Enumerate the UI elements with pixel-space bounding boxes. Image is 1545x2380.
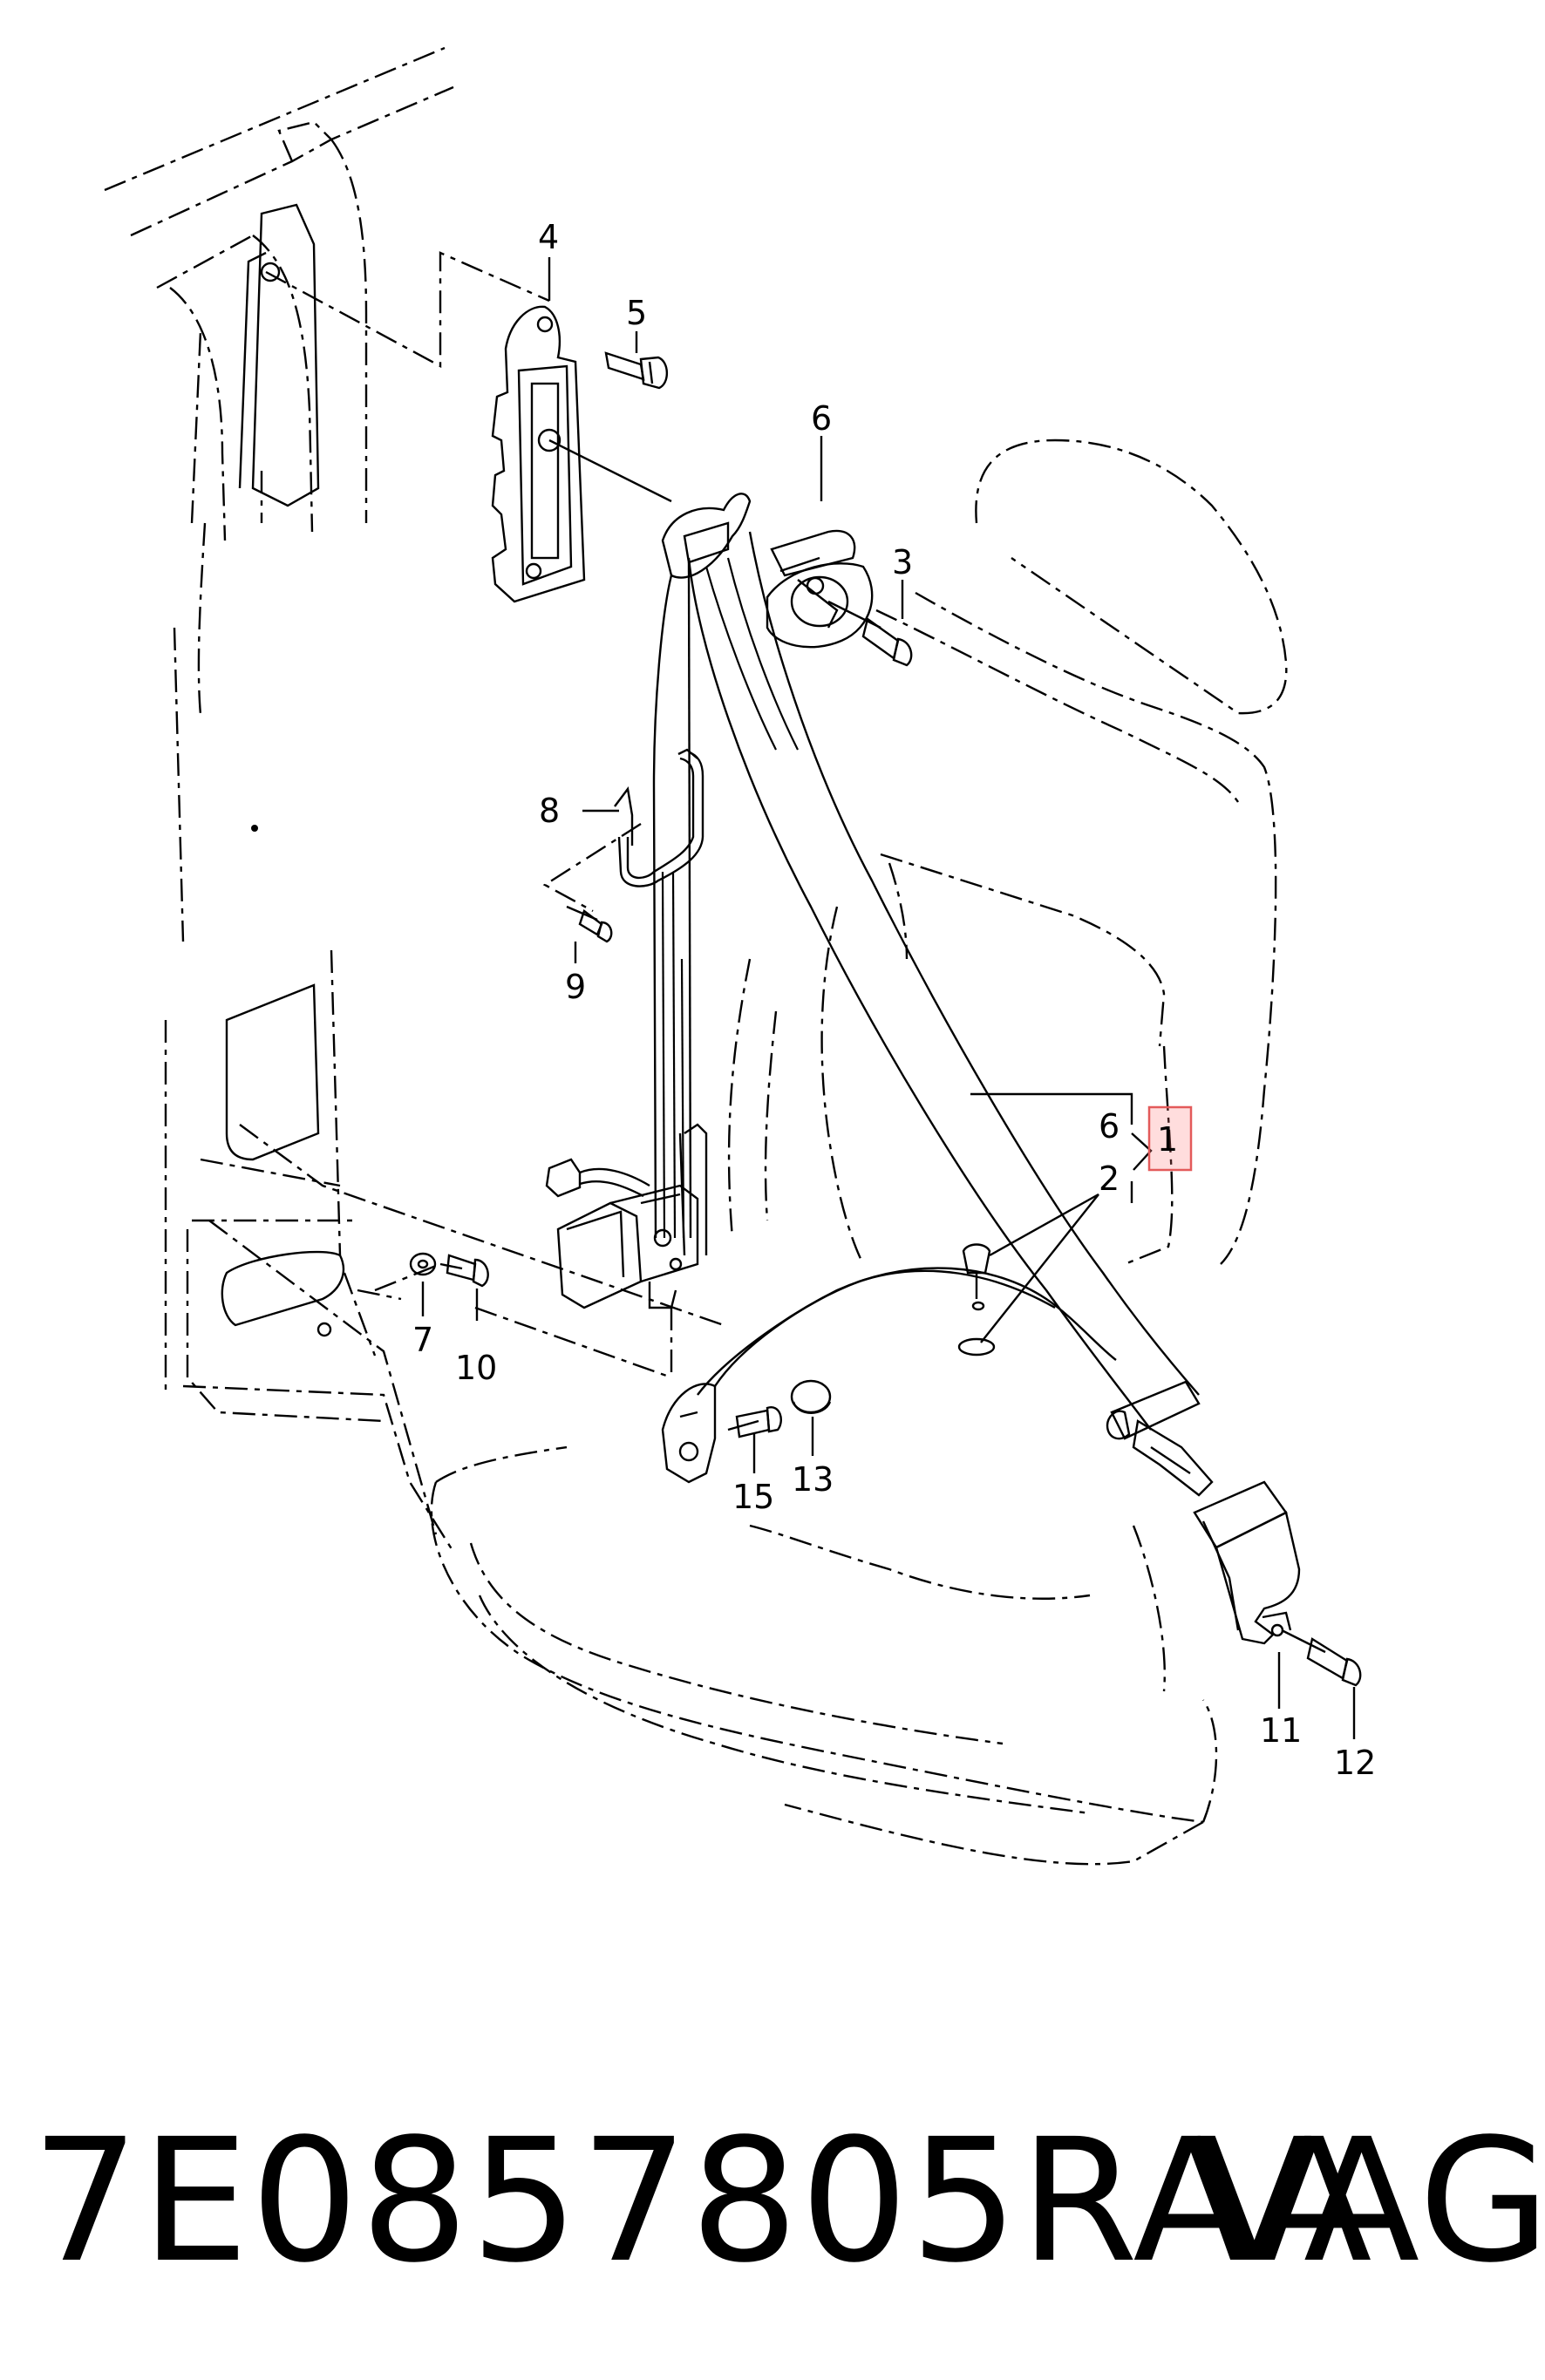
- bolt-10: [439, 1254, 489, 1288]
- bolt-15: [727, 1406, 782, 1438]
- height-adjuster-bracket: [491, 305, 586, 603]
- b-pillar-panel: [104, 46, 454, 942]
- belt-retractor: [545, 1123, 708, 1309]
- bolt-12: [1281, 1629, 1362, 1687]
- belt-tongue: [1106, 1380, 1214, 1497]
- belt-buckle: [1193, 1480, 1301, 1645]
- callout-10: 10: [455, 1349, 497, 1387]
- cap-13: [790, 1379, 832, 1414]
- seat-belt-exploded-diagram: 4 5 6 3 8 9 6 1 2 7 10 15 13 11 12: [104, 46, 1376, 1866]
- callout-6-lower: 6: [1099, 1107, 1120, 1146]
- bolt-5: [604, 351, 669, 390]
- callout-4: 4: [538, 218, 559, 256]
- callout-15: 15: [732, 1478, 774, 1516]
- highlight-box: [1147, 1105, 1193, 1172]
- leader-lines: [421, 257, 1356, 1739]
- callout-9: 9: [565, 968, 586, 1006]
- bolt-3: [827, 600, 913, 667]
- callout-7: 7: [412, 1321, 433, 1359]
- seat-outline: [430, 439, 1288, 1866]
- belt-webbing: [652, 531, 1200, 1431]
- callout-6-upper: 6: [811, 399, 832, 438]
- floor-panel: [164, 949, 725, 1553]
- callout-3: 3: [892, 543, 913, 581]
- brand-name: VAG: [1196, 2102, 1545, 2300]
- callout-1: 1: [1157, 1120, 1178, 1159]
- callout-5: 5: [626, 294, 647, 332]
- callout-2: 2: [1099, 1159, 1120, 1198]
- upper-belt-guide: [661, 493, 874, 649]
- callout-12: 12: [1334, 1744, 1376, 1782]
- part-number: 7E0857805RAA: [31, 2102, 1374, 2300]
- callout-11: 11: [1260, 1711, 1302, 1750]
- callout-8: 8: [539, 792, 560, 830]
- lower-anchor-plate: [661, 1383, 717, 1484]
- callout-13: 13: [792, 1460, 834, 1499]
- screw-9: [566, 905, 613, 943]
- washer-7: [409, 1252, 437, 1276]
- clip-2: [957, 1243, 996, 1357]
